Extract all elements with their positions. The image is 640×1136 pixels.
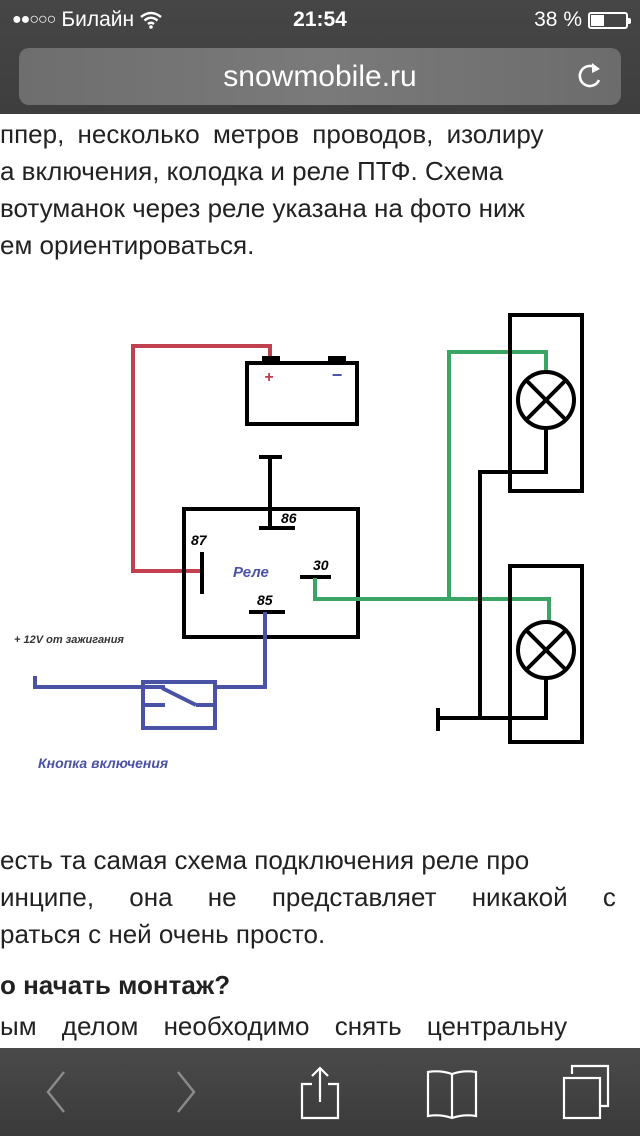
ignition-label: + 12V от зажигания [14, 634, 124, 646]
relay-wiring-diagram: + − 86 87 Реле 30 85 + 12V от зажигания … [14, 313, 584, 771]
battery-plus-label: + [264, 369, 273, 386]
positive-wire [131, 344, 272, 573]
text-line: инципе, она не представляет никакой с [0, 882, 616, 912]
url-text[interactable]: snowmobile.ru [223, 60, 417, 93]
battery-symbol: + − [245, 356, 359, 426]
forward-icon [177, 1071, 196, 1113]
text-line: есть та самая схема подключения реле про [0, 845, 530, 875]
pin-87-label: 87 [191, 532, 208, 548]
back-button[interactable] [16, 1048, 96, 1136]
relay-output-wire [313, 578, 551, 623]
paragraph-after-diagram: есть та самая схема подключения реле про… [0, 842, 616, 953]
control-wire [213, 612, 267, 689]
paragraph-partial: ым делом необходимо снять центральну [0, 1011, 568, 1041]
battery-icon [588, 11, 631, 29]
reload-icon[interactable] [575, 60, 605, 92]
text-line: ем ориентироваться. [0, 230, 255, 260]
back-icon [46, 1071, 65, 1113]
carrier-name: Билайн [61, 8, 135, 31]
text-line: а включения, колодка и реле ПТФ. Схема [0, 156, 504, 186]
share-icon [300, 1066, 340, 1120]
text-line: ппер, несколько метров проводов, изолиру [0, 119, 544, 149]
tabs-button[interactable] [546, 1048, 626, 1136]
text-line: вотуманок через реле указана на фото ниж [0, 193, 525, 223]
wifi-icon [140, 11, 162, 29]
address-bar[interactable]: snowmobile.ru [19, 48, 621, 105]
bookmarks-button[interactable] [412, 1048, 492, 1136]
pin-30-label: 30 [313, 557, 329, 573]
battery-fill [591, 14, 604, 26]
ground-wire [478, 428, 548, 718]
tabs-icon [562, 1064, 610, 1120]
status-bar: ●●○○○ Билайн 21:54 38 % [0, 0, 640, 40]
switch-symbol [141, 680, 217, 730]
fog-lamp-housing-top [508, 313, 584, 493]
lamp-icon [516, 370, 576, 430]
pin-86-label: 86 [281, 510, 297, 526]
clock: 21:54 [293, 8, 347, 31]
browser-top-bar: ●●○○○ Билайн 21:54 38 % snowmobile.ru [0, 0, 640, 114]
lamp-icon [516, 620, 576, 680]
share-button[interactable] [280, 1048, 360, 1136]
fog-lamp-housing-bottom [508, 564, 584, 744]
battery-percent: 38 % [534, 8, 582, 31]
text-line: раться с ней очень просто. [0, 919, 326, 949]
signal-strength-icon: ●●○○○ [12, 11, 56, 28]
battery-minus-label: − [332, 365, 343, 385]
ignition-wire [33, 676, 165, 689]
section-heading: о начать монтаж? [0, 970, 231, 1000]
bookmarks-icon [426, 1070, 478, 1120]
button-label: Кнопка включения [38, 755, 168, 771]
relay-label: Реле [233, 564, 269, 581]
pin-85-label: 85 [257, 592, 273, 608]
ground-wire [438, 678, 548, 720]
forward-button[interactable] [146, 1048, 226, 1136]
relay-output-wire-upper [447, 350, 548, 599]
browser-toolbar [0, 1048, 640, 1136]
paragraph-intro: ппер, несколько метров проводов, изолиру… [0, 116, 544, 264]
